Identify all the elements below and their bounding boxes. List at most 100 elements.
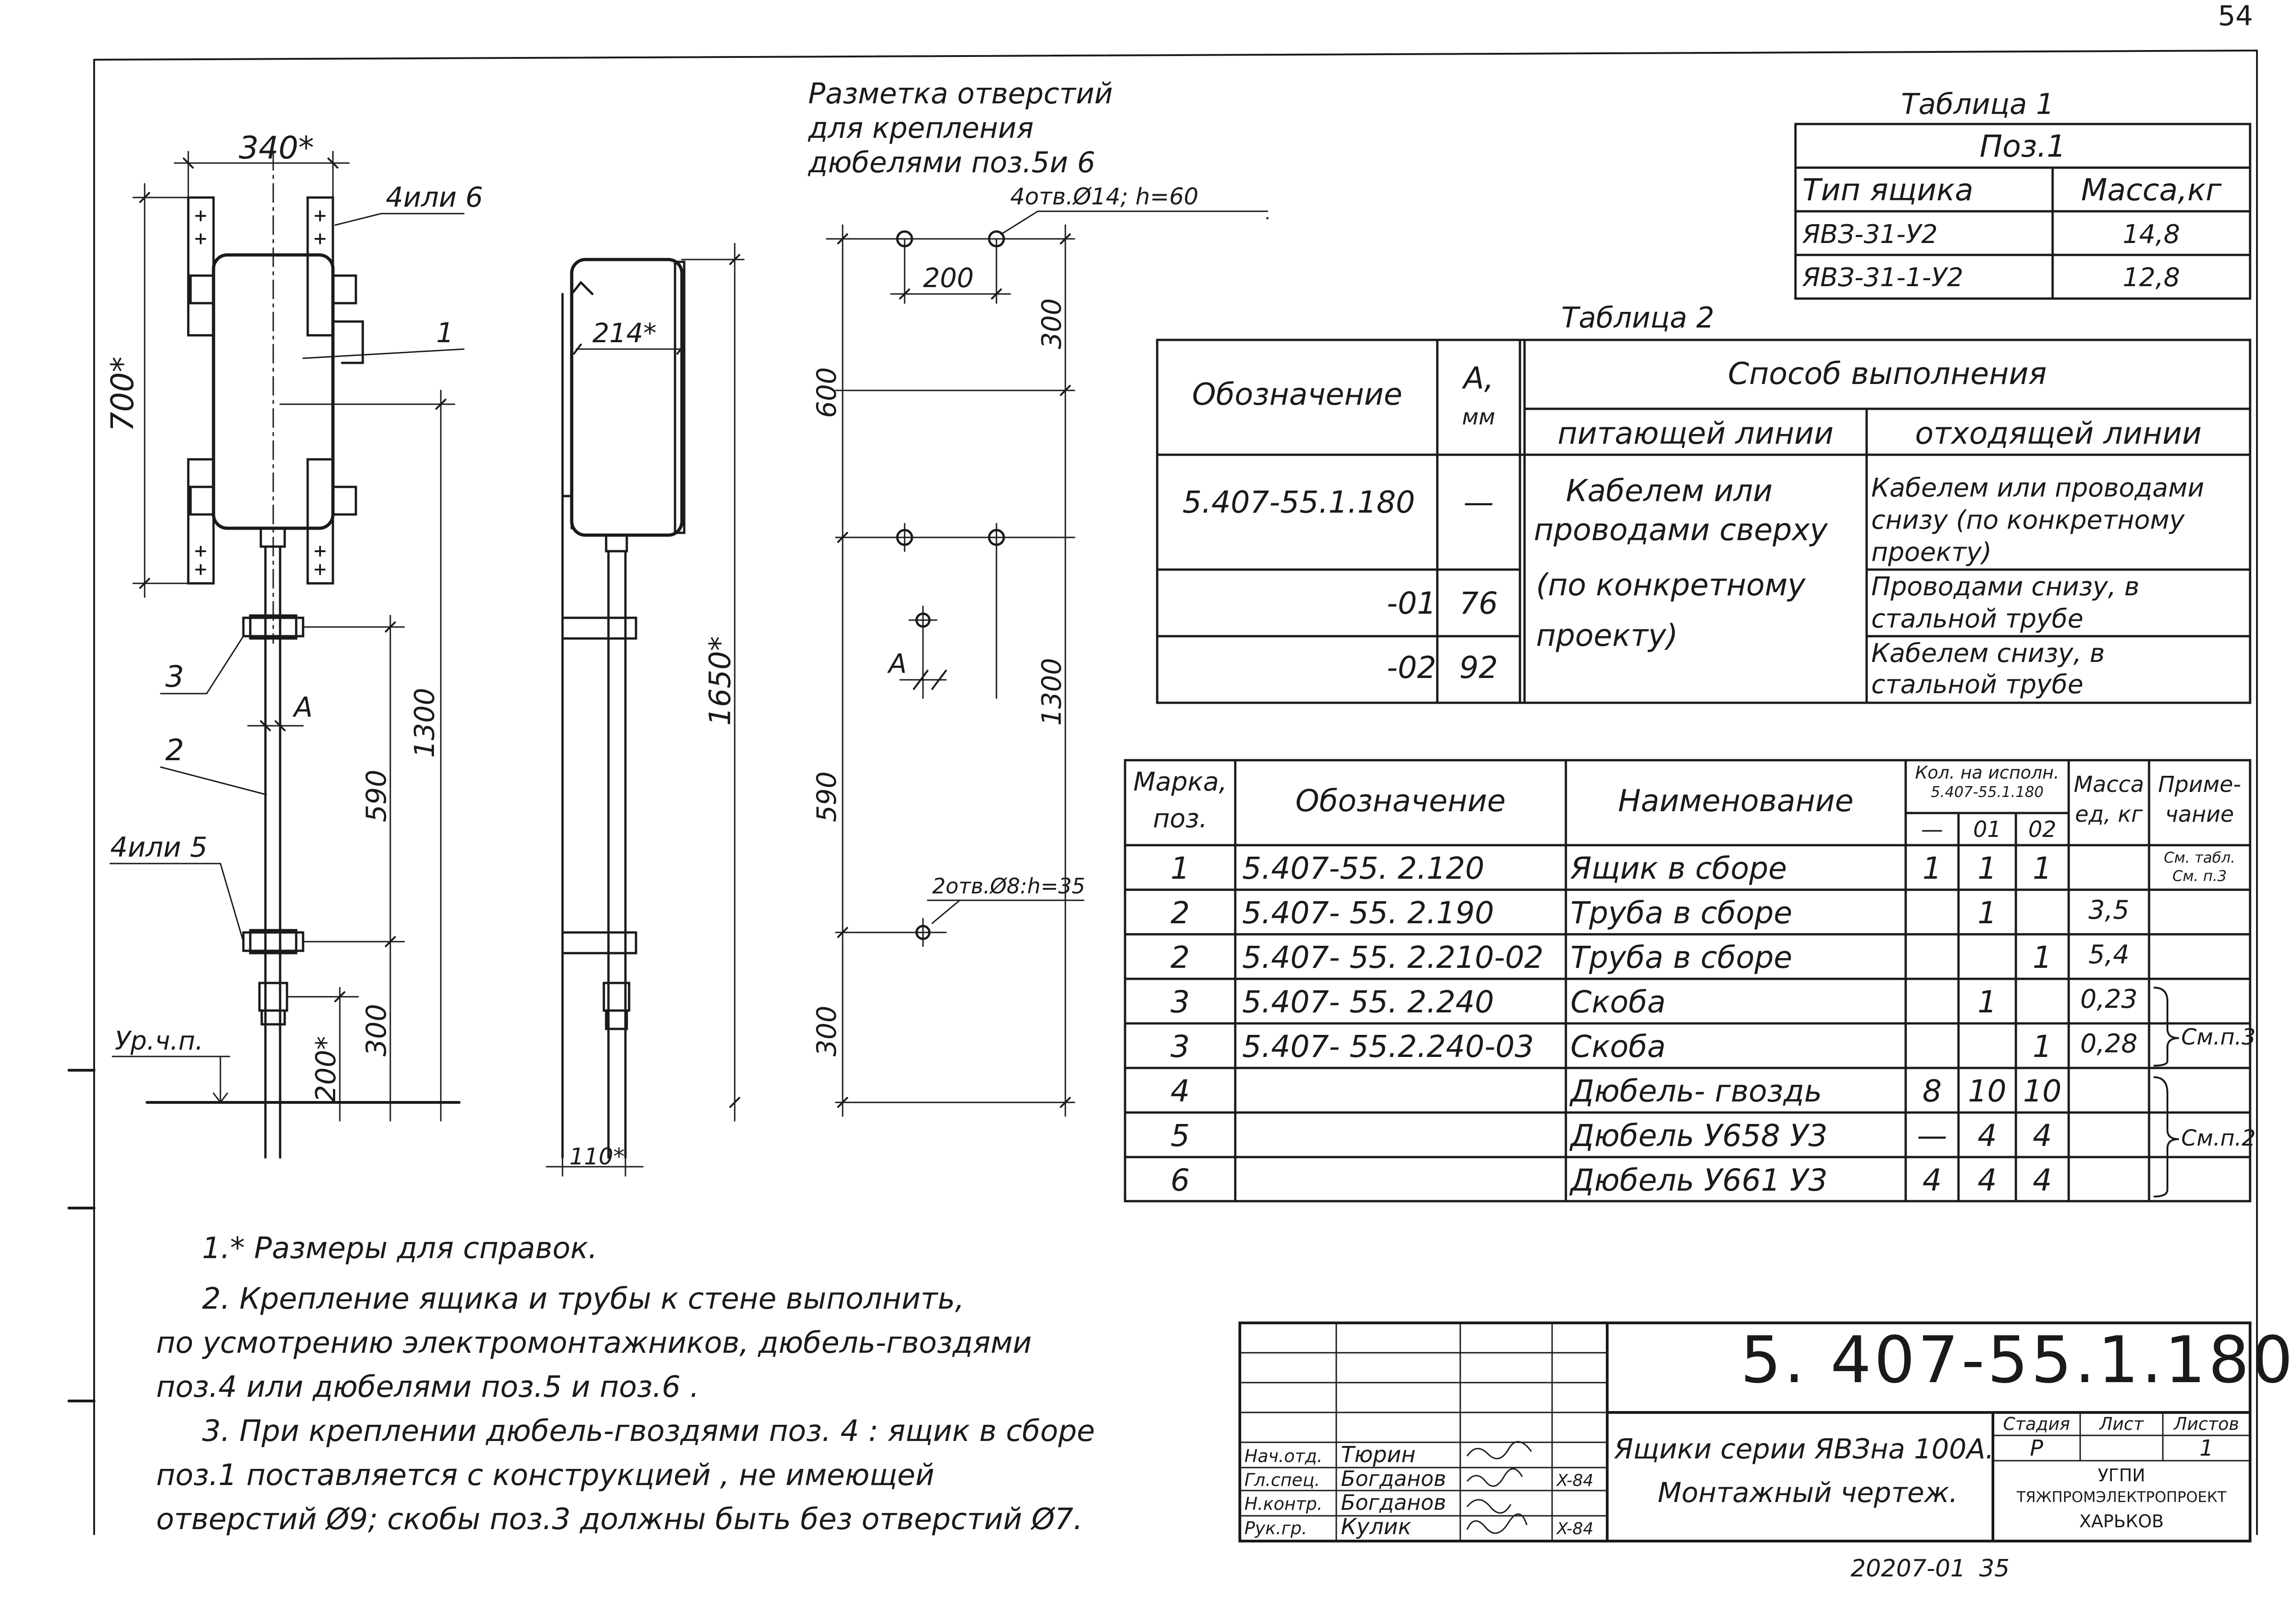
label-300-mark-bottom: 300	[811, 1005, 842, 1056]
tb-stage: Р	[2030, 1435, 2043, 1461]
table2-col-supply: питающей линии	[1557, 416, 1834, 451]
bottom-page: 35	[1979, 1555, 2010, 1582]
spec-cell-designation: 5.407- 55. 2.240	[1242, 984, 1494, 1020]
spec-cell-q2: 1	[2032, 1029, 2052, 1064]
spec-col-note-1: Приме-	[2158, 772, 2241, 797]
table2-designation-2: -01	[1387, 586, 1436, 621]
tb-name-2: Богданов	[1341, 1466, 1446, 1491]
spec-cell-q1: 1	[1977, 984, 1997, 1020]
spec-cell-mark: 2	[1171, 940, 1190, 975]
drawing-labels: 340* 700* 4или 6 1 3 A 2 4или 5 1300 590…	[105, 77, 1199, 1170]
label-1300-mark: 1300	[1036, 658, 1067, 726]
note-3a: 3. При креплении дюбель-гвоздями поз. 4 …	[202, 1414, 1095, 1448]
spec-col-qty-a: —	[1921, 817, 1943, 842]
table2-title: Таблица 2	[1561, 301, 1715, 334]
tb-date-4: X-84	[1556, 1519, 1593, 1538]
tb-name-4: Кулик	[1341, 1514, 1411, 1540]
label-590-front: 590	[360, 769, 393, 822]
label-4or6: 4или 6	[386, 181, 483, 214]
spec-cell-mark: 2	[1171, 895, 1190, 931]
spec-cell-name: Труба в сборе	[1570, 895, 1793, 931]
table2-col-designation: Обозначение	[1192, 377, 1402, 412]
hole-marking	[826, 210, 1268, 1117]
table2-outgoing-1b: снизу (по конкретному	[1871, 505, 2185, 535]
label-holes-small: 2отв.Ø8:h=35	[932, 874, 1085, 898]
spec-cell-mass: 5,4	[2088, 940, 2130, 970]
spec-cell-designation: 5.407-55. 2.120	[1242, 851, 1485, 886]
spec-cell-mark: 4	[1171, 1073, 1190, 1109]
table1-mass-1: 14,8	[2122, 220, 2180, 249]
spec-col-qty-c: 02	[2028, 817, 2057, 842]
spec-cell-name: Дюбель- гвоздь	[1570, 1073, 1822, 1109]
label-floor: Ур.ч.п.	[115, 1026, 203, 1056]
tb-org-1: УГПИ	[2098, 1465, 2145, 1485]
spec-cell-q1: 10	[1968, 1073, 2007, 1109]
spec-cell-designation: 5.407- 55. 2.190	[1242, 895, 1494, 931]
tb-name-1: Тюрин	[1341, 1442, 1416, 1468]
spec-col-note-2: чание	[2165, 802, 2234, 827]
table2-outgoing-1a: Кабелем или проводами	[1871, 473, 2205, 503]
spec-cell-q1: 4	[1977, 1163, 1997, 1198]
table2-outgoing-1c: проекту)	[1871, 537, 1992, 567]
spec-cell-mass: 0,28	[2080, 1029, 2138, 1059]
marking-title-2: для крепления	[808, 111, 1034, 145]
tb-role-3: Н.контр.	[1244, 1494, 1322, 1514]
table2-supply-1: Кабелем или	[1566, 473, 1773, 508]
spec-cell-mark: 3	[1171, 1029, 1190, 1064]
label-a-mark: A	[887, 648, 907, 679]
spec-col-mass-1: Масса	[2073, 772, 2144, 797]
label-1: 1	[436, 317, 454, 349]
table2-supply-4: проекту)	[1536, 618, 1678, 653]
label-4or5: 4или 5	[110, 831, 208, 864]
spec-cell-q2: 4	[2032, 1163, 2052, 1198]
note-3c: отверстий Ø9; скобы поз.3 должны быть бе…	[156, 1502, 1083, 1536]
spec-cell-q2: 1	[2032, 851, 2052, 886]
tb-sheet-label: Лист	[2099, 1414, 2144, 1434]
spec-cell-mark: 5	[1171, 1118, 1190, 1153]
marking-title-1: Разметка отверстий	[808, 77, 1113, 110]
label-200-front: 200*	[310, 1036, 342, 1102]
label-590-mark: 590	[811, 771, 842, 822]
spec-cell-name: Дюбель У658 У3	[1570, 1118, 1828, 1153]
label-340: 340*	[239, 130, 314, 166]
spec-col-qty-b: 01	[1973, 817, 2002, 842]
spec-col-mark-2: поз.	[1153, 804, 1208, 834]
spec-group-note-3: См.п.3	[2181, 1024, 2256, 1050]
doc-title-2: Монтажный чертеж.	[1658, 1477, 1958, 1509]
spec-cell-name: Дюбель У661 У3	[1570, 1163, 1828, 1198]
tb-org-2: ТЯЖПРОМЭЛЕКТРОПРОЕКТ	[2016, 1488, 2227, 1506]
spec-cell-q0: 1	[1922, 851, 1942, 886]
spec-col-designation: Обозначение	[1295, 783, 1506, 819]
table1-group: Поз.1	[1979, 129, 2066, 164]
spec-col-qty-2: 5.407-55.1.180	[1930, 783, 2044, 801]
table1-type-1: ЯВЗ-31-У2	[1802, 220, 1938, 249]
label-300-front: 300	[360, 1004, 393, 1056]
page-number-top: 54	[2218, 0, 2253, 32]
label-holes: 4отв.Ø14; h=60	[1010, 183, 1199, 210]
spec-cell-designation: 5.407- 55. 2.210-02	[1242, 940, 1544, 975]
label-600-mark: 600	[811, 367, 842, 418]
table2-a-3: 92	[1459, 650, 1498, 685]
spec-col-qty-1: Кол. на исполн.	[1915, 762, 2060, 783]
table1-col-mass: Масса,кг	[2081, 172, 2222, 208]
spec-col-mass-2: ед, кг	[2075, 802, 2143, 827]
frame-top	[93, 50, 2258, 61]
spec-cell-q2: 4	[2032, 1118, 2052, 1153]
spec-cell-mark: 6	[1171, 1163, 1190, 1198]
table1-title: Таблица 1	[1901, 87, 2054, 121]
table2-outgoing-3b: стальной трубе	[1871, 670, 2083, 700]
label-110: 110*	[569, 1143, 625, 1170]
table1-mass-2: 12,8	[2122, 263, 2180, 293]
label-700: 700*	[105, 356, 141, 432]
label-3: 3	[165, 660, 184, 694]
spec-col-name: Наименование	[1618, 783, 1854, 819]
table2-col-a-unit: мм	[1462, 404, 1496, 430]
table1-col-type: Тип ящика	[1802, 172, 1974, 208]
table2-outgoing-2a: Проводами снизу, в	[1871, 572, 2139, 602]
label-a-front: A	[292, 691, 313, 723]
note-2c: поз.4 или дюбелями поз.5 и поз.6 .	[156, 1370, 699, 1404]
tb-date-2: X-84	[1556, 1471, 1593, 1490]
table2-col-outgoing: отходящей линии	[1915, 416, 2202, 451]
tb-stage-label: Стадия	[2003, 1414, 2070, 1434]
